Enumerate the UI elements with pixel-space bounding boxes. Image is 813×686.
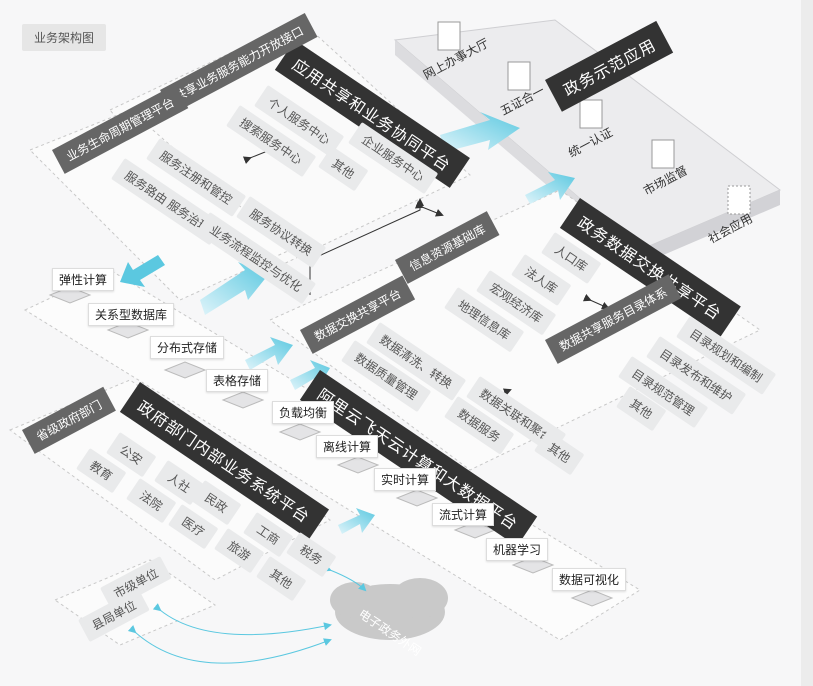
tool-icons bbox=[48, 286, 614, 607]
hall-icon bbox=[437, 21, 461, 51]
scrollbar-track[interactable] bbox=[801, 0, 813, 686]
auth-icon bbox=[579, 99, 603, 129]
license-icon bbox=[507, 61, 531, 91]
tool-label[interactable]: 实时计算 bbox=[374, 468, 437, 491]
tool-label[interactable]: 机器学习 bbox=[486, 538, 549, 561]
arrow-exchange-to-app bbox=[525, 172, 575, 204]
arrow-cloud-to-lifecycle bbox=[200, 262, 268, 315]
tool-label[interactable]: 弹性计算 bbox=[52, 268, 115, 291]
tool-label[interactable]: 负载均衡 bbox=[272, 401, 335, 424]
connector-catalog-exchange bbox=[414, 201, 444, 217]
connector-exchange-to-collab bbox=[309, 198, 424, 295]
gov-app-icons bbox=[437, 21, 751, 215]
social-icon bbox=[727, 185, 751, 215]
arrow-tool-to-exchange bbox=[245, 337, 293, 370]
link-govsys-to-cloud bbox=[322, 564, 367, 592]
tool-label[interactable]: 数据可视化 bbox=[552, 568, 627, 591]
tool-label[interactable]: 关系型数据库 bbox=[88, 303, 175, 326]
tool-label[interactable]: 离线计算 bbox=[316, 435, 379, 458]
tool-label[interactable]: 分布式存储 bbox=[150, 336, 225, 359]
diagram-label: 业务架构图 bbox=[22, 24, 107, 51]
link-county-to-cloud bbox=[127, 625, 332, 664]
arrow-collab-to-app bbox=[440, 112, 520, 152]
tool-label[interactable]: 表格存储 bbox=[206, 369, 269, 392]
market-icon bbox=[651, 139, 675, 169]
arrow-cloud-to-govsys bbox=[338, 508, 375, 534]
arrow-lifecycle-to-cloud bbox=[120, 255, 165, 287]
tool-label[interactable]: 流式计算 bbox=[432, 503, 495, 526]
